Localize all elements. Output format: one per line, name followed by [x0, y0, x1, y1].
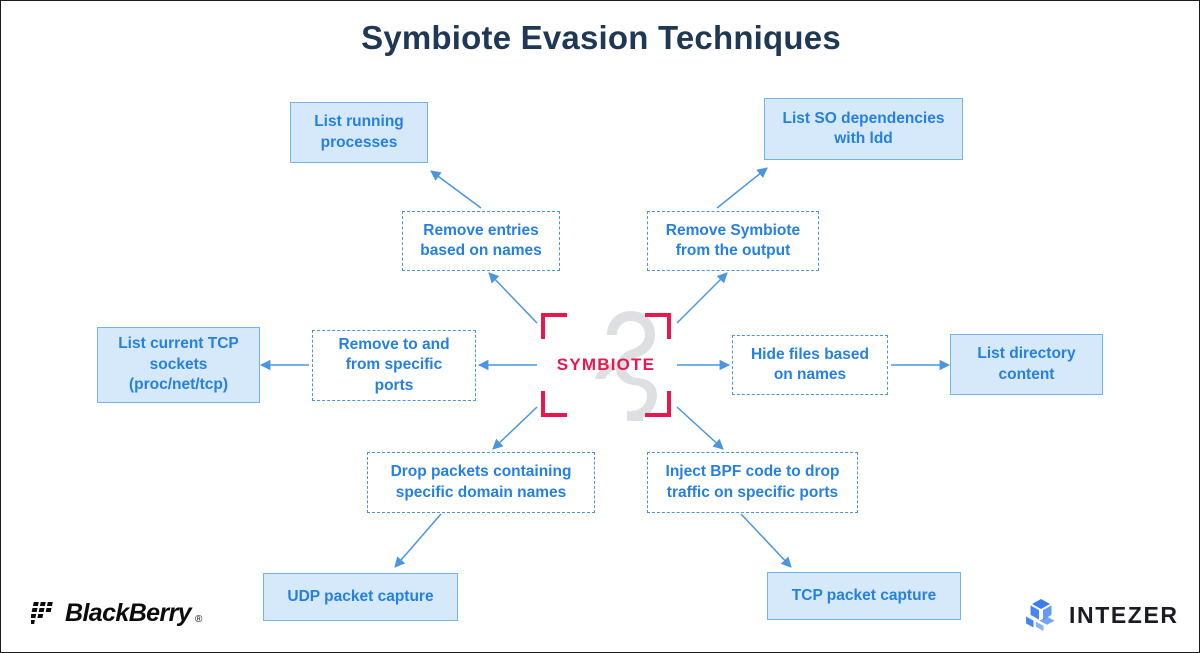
node-label: List directory content: [977, 345, 1076, 383]
corner-bracket-bottom-right-icon: [645, 391, 671, 417]
corner-bracket-top-left-icon: [541, 313, 567, 339]
node-remove-symbiote-from-output[interactable]: Remove Symbiote from the output: [647, 211, 819, 271]
connector-inject-bpf-to-tcp-capture: [740, 513, 792, 568]
page-title: Symbiote Evasion Techniques: [361, 19, 841, 56]
connector-remove-entries-to-list-processes: [430, 170, 482, 209]
connector-center-to-remove-entries: [488, 272, 538, 324]
node-tcp-packet-capture[interactable]: TCP packet capture: [767, 572, 961, 620]
blackberry-logo: BlackBerry ®: [31, 599, 202, 628]
corner-bracket-top-right-icon: [645, 313, 671, 339]
node-label: List SO dependencies with ldd: [782, 109, 945, 147]
node-label: TCP packet capture: [791, 586, 937, 604]
corner-bracket-bottom-left-icon: [541, 391, 567, 417]
intezer-cube-icon: [1026, 599, 1055, 631]
connector-center-to-remove-symbiote: [676, 272, 728, 324]
blackberry-dots-icon: [31, 601, 53, 624]
node-remove-entries-based-on-names[interactable]: Remove entries based on names: [402, 211, 560, 271]
node-label: Hide files based on names: [750, 345, 869, 383]
node-label: List current TCP sockets (proc/net/tcp): [118, 335, 239, 394]
node-drop-packets-containing-domains[interactable]: Drop packets containing specific domain …: [367, 452, 595, 513]
node-label: Inject BPF code to drop traffic on speci…: [665, 463, 840, 501]
node-label: UDP packet capture: [287, 587, 434, 605]
node-list-running-processes[interactable]: List running processes: [290, 102, 428, 163]
center-label: SYMBIOTE: [556, 355, 656, 374]
node-label: List running processes: [314, 113, 404, 151]
connector-center-to-inject-bpf: [676, 406, 724, 450]
intezer-logo: INTEZER: [1023, 597, 1179, 633]
node-label: Drop packets containing specific domain …: [390, 463, 572, 501]
intezer-wordmark: INTEZER: [1069, 601, 1179, 628]
center-node-symbiote: SYMBIOTE: [541, 311, 671, 421]
node-hide-files-based-on-names[interactable]: Hide files based on names: [732, 335, 888, 395]
connector-remove-symbiote-to-list-so: [716, 167, 768, 209]
node-list-current-tcp-sockets[interactable]: List current TCP sockets (proc/net/tcp): [97, 327, 260, 403]
node-list-so-dependencies[interactable]: List SO dependencies with ldd: [764, 98, 963, 160]
node-label: Remove Symbiote from the output: [665, 221, 801, 259]
node-remove-to-and-from-specific-ports[interactable]: Remove to and from specific ports: [312, 330, 476, 401]
node-label: Remove entries based on names: [420, 221, 542, 259]
node-label: Remove to and from specific ports: [338, 335, 450, 394]
node-list-directory-content[interactable]: List directory content: [950, 334, 1103, 395]
node-udp-packet-capture[interactable]: UDP packet capture: [263, 573, 458, 621]
connector-center-to-drop-packets: [492, 406, 538, 450]
node-inject-bpf-code[interactable]: Inject BPF code to drop traffic on speci…: [647, 452, 858, 513]
gecko-watermark-icon: [595, 311, 657, 421]
connector-drop-packets-to-udp-capture: [394, 513, 442, 568]
blackberry-wordmark: BlackBerry: [65, 599, 192, 627]
registered-trademark-icon: ®: [195, 614, 203, 625]
